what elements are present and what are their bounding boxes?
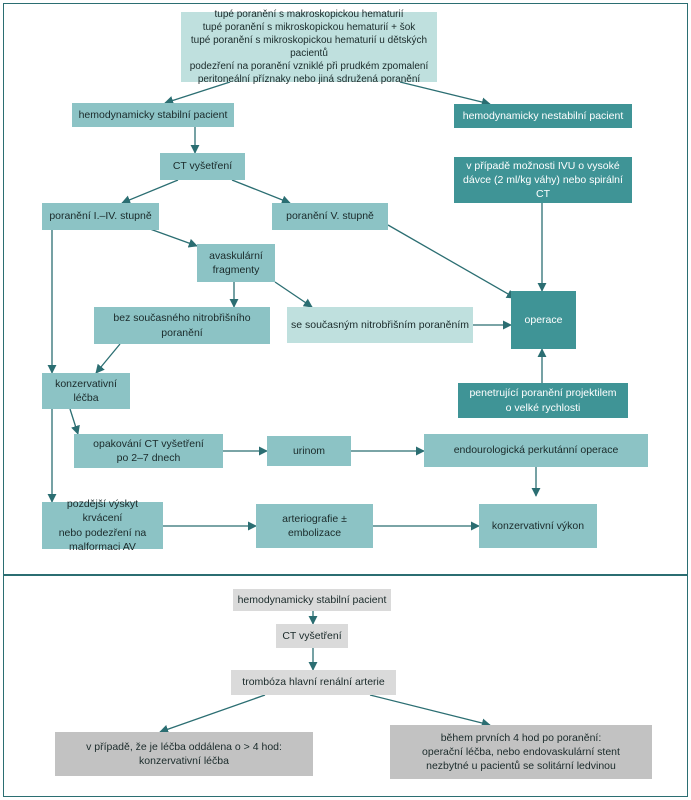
arrow-thrombosis-to-within4 xyxy=(369,694,491,728)
arrow-criteria-to-stable xyxy=(164,81,231,105)
arrow-ct-to-grade5 xyxy=(231,179,291,205)
conservative-procedure-box: konzervativní výkon xyxy=(479,504,597,548)
bottom-stable-patient-box: hemodynamicky stabilní pacient xyxy=(233,589,391,611)
bottom-ct-box: CT vyšetření xyxy=(276,624,348,648)
grade-1-4-box: poranění I.–IV. stupně xyxy=(42,203,159,230)
late-bleeding-box: pozdější výskyt krvácení nebo podezření … xyxy=(42,498,163,553)
arrow-grade5-to-operation xyxy=(387,224,516,299)
repeat-ct-box: opakování CT vyšetření po 2–7 dnech xyxy=(74,434,223,468)
entry-criteria-box: tupé poranění s makroskopickou hematurií… xyxy=(181,9,437,85)
arrow-ct-to-grade14 xyxy=(121,179,179,205)
arrow-grade14-to-avascular xyxy=(149,228,198,248)
urinom-box: urinom xyxy=(267,436,351,466)
arrow-no-intra-to-conservative xyxy=(95,343,121,374)
grade-5-box: poranění V. stupně xyxy=(272,203,388,230)
arrow-avascular-to-with-intra xyxy=(274,281,313,308)
bottom-panel xyxy=(3,575,688,797)
arteriography-box: arteriografie ± embolizace xyxy=(256,504,373,548)
operation-box: operace xyxy=(511,291,576,349)
arrow-criteria-to-unstable xyxy=(399,81,491,107)
no-intraabdominal-box: bez současného nitrobřišního poranění xyxy=(94,307,270,344)
penetrating-injury-box: penetrující poranění projektilem o velké… xyxy=(458,383,628,418)
endourology-box: endourologická perkutánní operace xyxy=(424,434,648,467)
unstable-patient-box: hemodynamicky nestabilní pacient xyxy=(454,104,632,128)
thrombosis-box: trombóza hlavní renální arterie xyxy=(231,670,396,695)
top-panel xyxy=(3,3,688,575)
conservative-treatment-box: konzervativní léčba xyxy=(42,373,130,409)
arrow-thrombosis-to-delayed xyxy=(159,694,266,734)
ivu-box: v případě možnosti IVU o vysoké dávce (2… xyxy=(454,157,632,203)
arrow-conservative-to-repeat xyxy=(69,408,80,435)
avascular-fragments-box: avaskulární fragmenty xyxy=(197,244,275,282)
stable-patient-box: hemodynamicky stabilní pacient xyxy=(72,103,234,127)
within-4h-treatment-box: během prvních 4 hod po poranění: operačn… xyxy=(390,725,652,779)
ct-box: CT vyšetření xyxy=(160,153,245,180)
delayed-treatment-box: v případě, že je léčba oddálena o > 4 ho… xyxy=(55,732,313,776)
with-intraabdominal-box: se současným nitrobřišním poraněním xyxy=(287,307,473,343)
